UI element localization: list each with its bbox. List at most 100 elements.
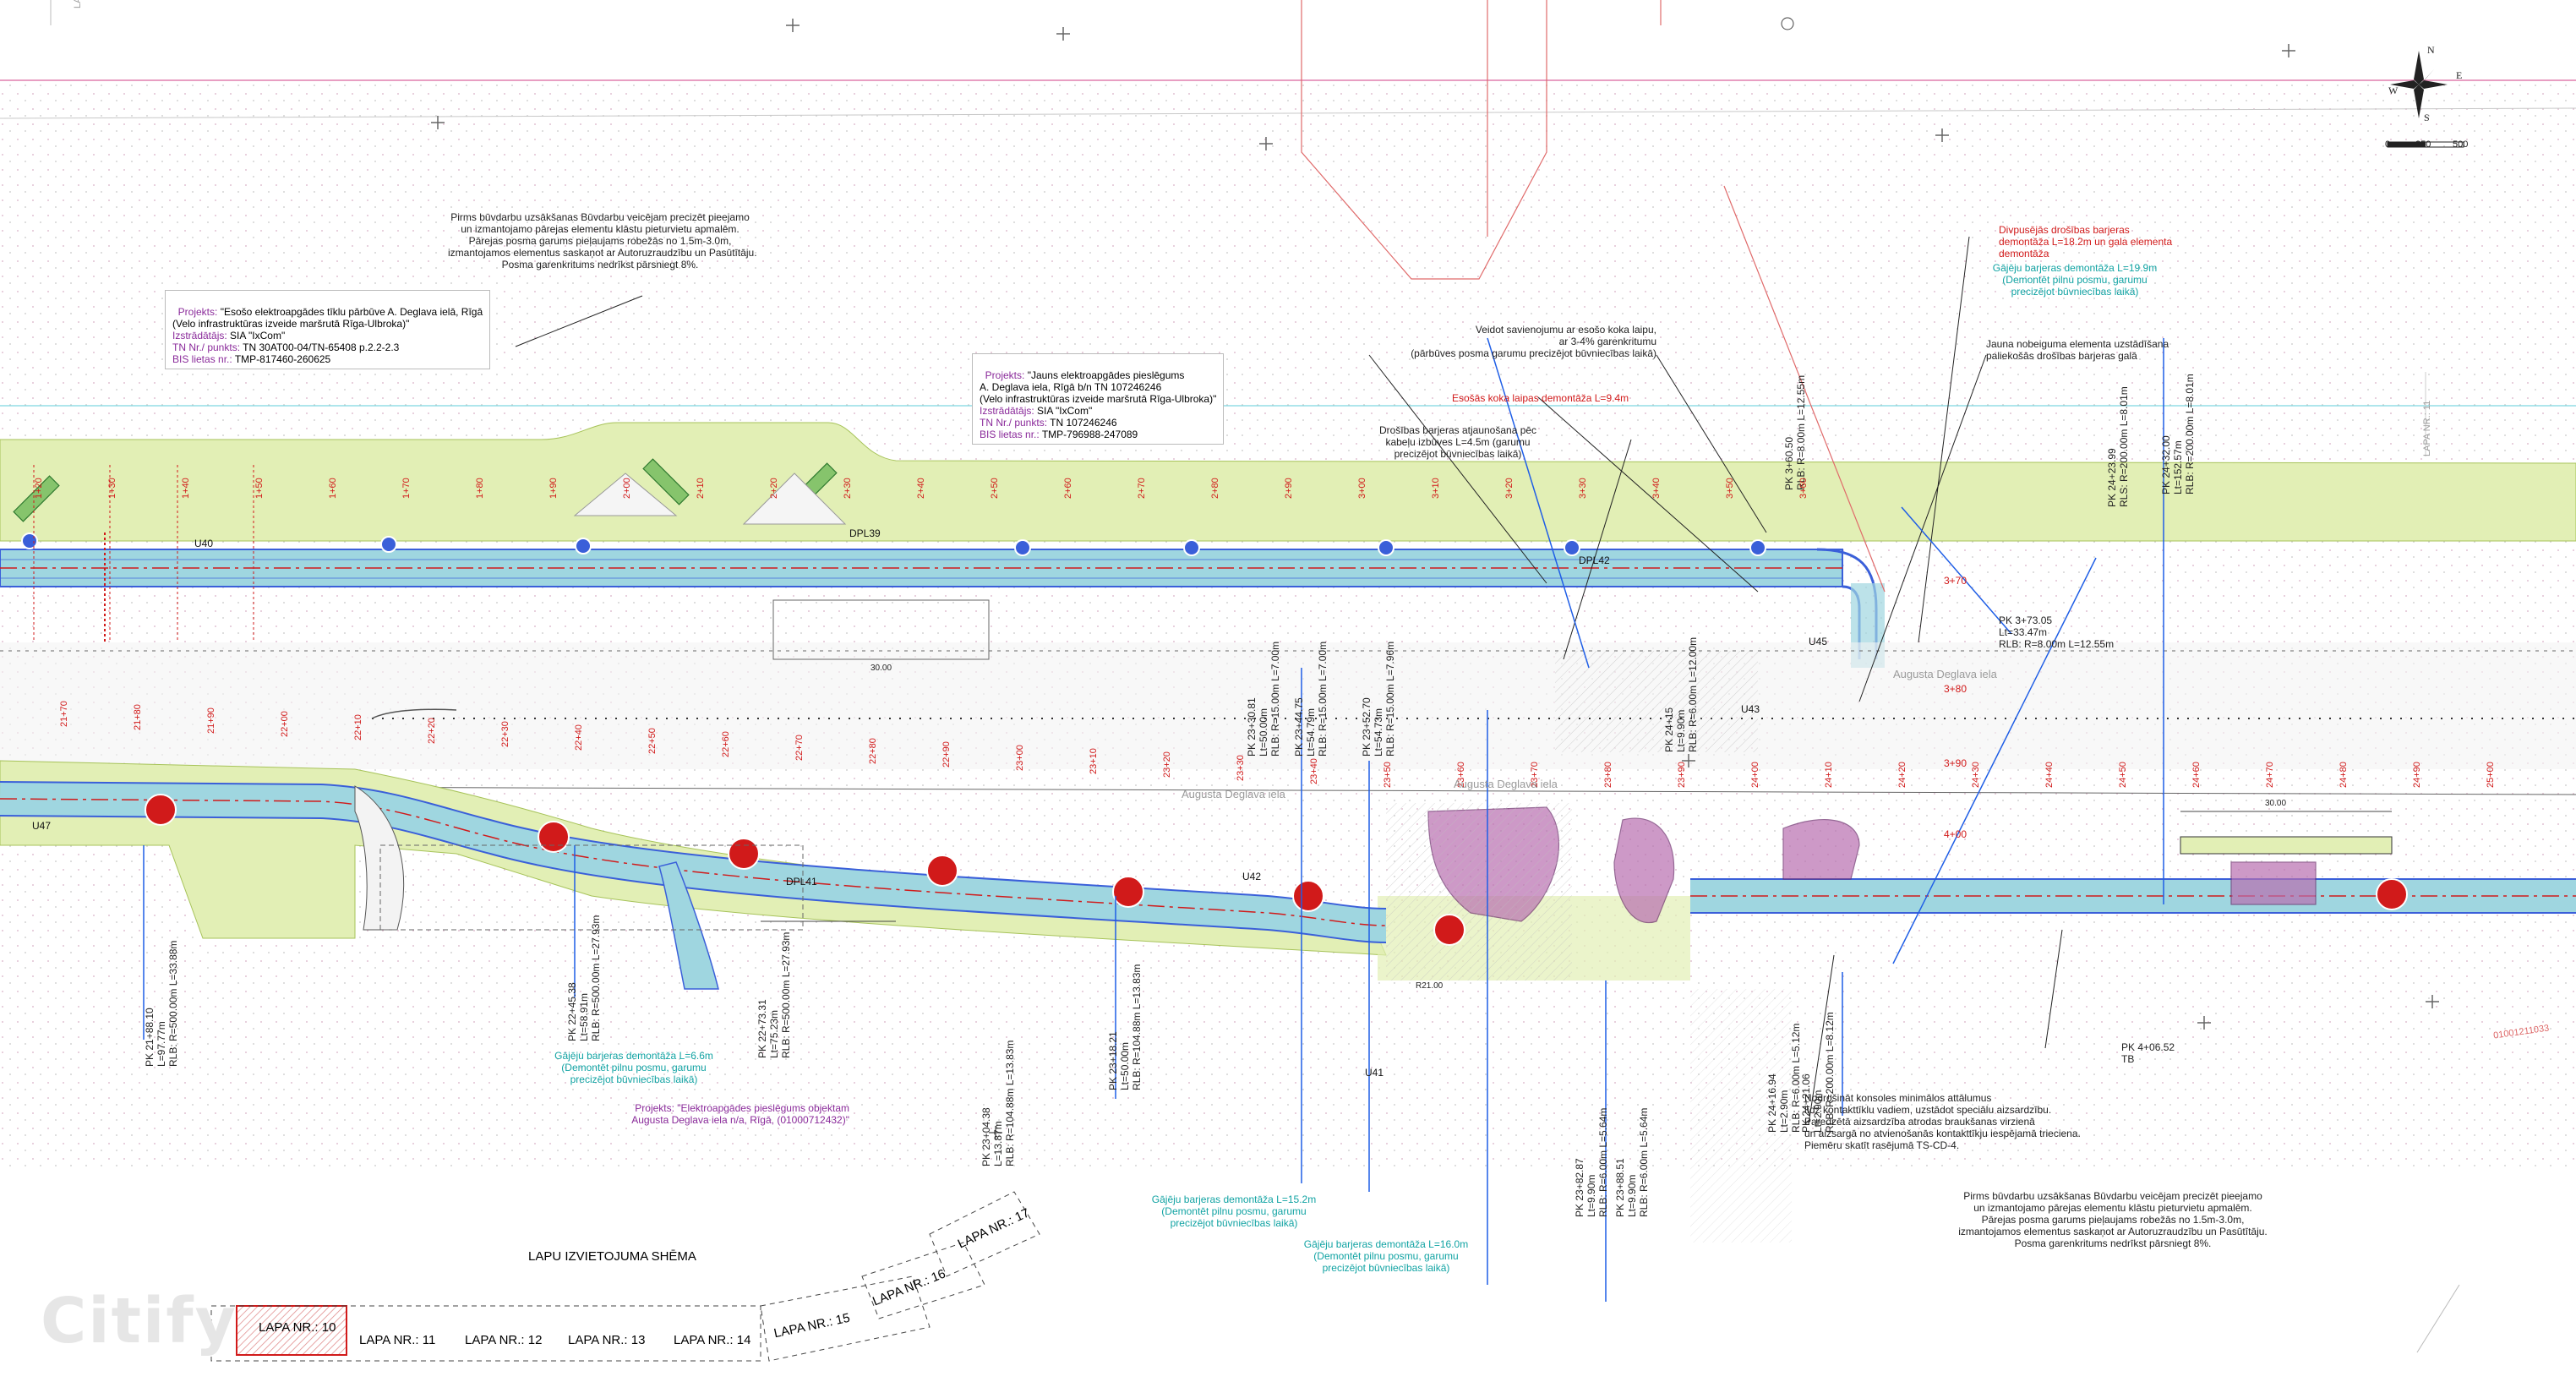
station-label: 24+20 [1897, 762, 1907, 788]
station-label: 23+10 [1089, 748, 1099, 774]
station-label: 22+90 [941, 741, 952, 767]
project-box-2: Projekts: "Jauns elektroapgādes pieslēgu… [972, 353, 1225, 445]
pk-label: PK 21+88.10 L=97.77m RLB: R=500.00m L=33… [144, 940, 179, 1067]
developer-value: SIA "IxCom" [226, 330, 286, 341]
station-label: 1+30 [107, 478, 117, 499]
bis-label: BIS lietas nr.: [980, 429, 1040, 440]
station-label: 21+80 [133, 704, 143, 730]
pk-label: PK 24+15 Lt=9.90m RLB: R=6.00m L=12.00m [1663, 636, 1699, 752]
elec-project-note: Projekts: "Elektroapgādes pieslēgums obj… [631, 1102, 849, 1126]
tn-value: TN 30AT00-04/TN-65408 p.2.2-2.3 [240, 341, 400, 353]
blue-markers [21, 533, 1766, 556]
street-label: Augusta Deglava iela [1893, 668, 1997, 680]
station-side: 3+80 [1944, 683, 1967, 695]
station-side: 3+70 [1944, 575, 1967, 587]
dpl-tag: DPL39 [849, 527, 881, 539]
station-label: 23+30 [1236, 755, 1246, 781]
utility-tag: U43 [1741, 703, 1760, 715]
sheet-index-strip [210, 1305, 761, 1362]
developer-label: Izstrādātājs: [172, 330, 227, 341]
dpl-tag: DPL42 [1579, 554, 1610, 566]
project-value: "Esošo elektroapgādes tīklu pārbūve A. D… [217, 306, 483, 318]
station-label: 2+70 [1137, 478, 1147, 499]
double-barrier-note: Divpusējās drošības barjeras demontāža L… [1999, 224, 2173, 259]
station-label: 22+80 [868, 738, 878, 764]
pk-label: PK 24+21.06 Lt=2.90m RLB: R=200.00m L=8.… [1800, 1012, 1836, 1133]
station-label: 2+60 [1063, 478, 1073, 499]
bottom-right-note: Pirms būvdarbu uzsākšanas Būvdarbu veicē… [1958, 1190, 2268, 1249]
station-label: 23+80 [1603, 762, 1613, 788]
station-label: 2+20 [769, 478, 779, 499]
station-side: 3+90 [1944, 757, 1967, 769]
main-road [0, 642, 2576, 769]
sheet-label: LAPA NR.: 11 [359, 1333, 436, 1347]
station-label: 1+40 [181, 478, 191, 499]
station-label: 23+00 [1015, 745, 1025, 771]
station-label: 22+00 [280, 711, 290, 737]
station-label: 1+50 [254, 478, 265, 499]
sheet-label: LAPA NR.: 13 [568, 1333, 646, 1347]
pk-label: PK 23+52.70 Lt=54.73m RLB: R=15.00m L=7.… [1361, 641, 1396, 757]
dimension-label: R21.00 [1416, 981, 1444, 991]
pk-label: PK 23+30.81 Lt=50.00m RLB: R=15.00m L=7.… [1246, 641, 1281, 757]
station-label: 24+10 [1824, 762, 1834, 788]
compass-w: W [2388, 85, 2399, 96]
project-value-2: (Velo infrastruktūras izveide maršrutā R… [172, 318, 410, 330]
compass-n: N [2427, 44, 2435, 56]
station-label: 24+40 [2044, 762, 2055, 788]
utility-tag: U47 [32, 820, 52, 832]
station-label: 3+10 [1431, 478, 1441, 499]
barrier-renew-note: Drošības barjeras atjaunošana pēc kabeļu… [1378, 424, 1537, 460]
sheet-label: LAPA NR.: 12 [465, 1333, 543, 1347]
street-label: Augusta Deglava iela [1454, 778, 1558, 790]
station-label: 24+80 [2339, 762, 2349, 788]
project-value: "Jauns elektroapgādes pieslēgums [1024, 369, 1185, 381]
ped-barrier-19-note: Gājēju barjeras demontāža L=19.9m (Demon… [1992, 262, 2158, 298]
purple-zone-3 [1782, 819, 1860, 880]
bis-value: TMP-817460-260625 [232, 353, 331, 365]
station-label: 3+30 [1578, 478, 1588, 499]
project-label: Projekts: [177, 306, 218, 318]
tn-value: TN 107246246 [1047, 417, 1117, 429]
station-label: 2+90 [1284, 478, 1294, 499]
station-label: 1+90 [548, 478, 559, 499]
developer-value: SIA "IxCom" [1034, 405, 1093, 417]
station-label: 22+50 [647, 728, 658, 754]
station-label: 24+90 [2412, 762, 2422, 788]
station-label: 24+50 [2118, 762, 2128, 788]
station-label: 22+40 [574, 724, 584, 751]
station-label: 24+60 [2191, 762, 2202, 788]
pk-label: PK 23+82.87 Lt=9.90m RLB: R=6.00m L=5.64… [1574, 1107, 1609, 1217]
ped-barrier-6-note: Gājēju barjeras demontāža L=6.6m (Demont… [554, 1050, 713, 1085]
street-label: Augusta Deglava iela [1182, 788, 1285, 800]
sheet-label: LAPA NR.: 14 [674, 1333, 751, 1347]
dimension-label: 30.00 [870, 664, 892, 673]
watermark-logo: Citify [41, 1285, 237, 1357]
pk-label: PK 4+06.52 TB [2121, 1041, 2175, 1065]
top-left-note: Pirms būvdarbu uzsākšanas Būvdarbu veicē… [448, 211, 757, 270]
bis-label: BIS lietas nr.: [172, 353, 232, 365]
station-label: 3+60 [1798, 478, 1809, 499]
pk-label: PK 24+32.00 Lt=152.57m RLB: R=200.00m L=… [2160, 374, 2196, 494]
dpl-tag: DPL41 [786, 876, 817, 888]
developer-label: Izstrādātājs: [980, 405, 1034, 417]
station-label: 22+10 [353, 714, 363, 740]
project-box-1: Projekts: "Esošo elektroapgādes tīklu pā… [165, 290, 491, 369]
scale-0: 0 [2385, 139, 2391, 150]
station-label: 1+80 [475, 478, 485, 499]
pk-label: PK 3+73.05 Lt=33.47m RLB: R=8.00m L=12.5… [1999, 615, 2115, 650]
station-label: 3+40 [1651, 478, 1662, 499]
ped-barrier-16-note: Gājēju barjeras demontāža L=16.0m (Demon… [1303, 1238, 1469, 1274]
station-label: 2+80 [1210, 478, 1220, 499]
console-note: Nodrošināt konsoles minimālos attālumus … [1804, 1092, 2081, 1151]
project-label: Projekts: [985, 369, 1025, 381]
dimension-label: 30.00 [2265, 799, 2287, 808]
station-label: 1+20 [34, 478, 44, 499]
pk-label: PK 23+88.51 Lt=9.90m RLB: R=6.00m L=5.64… [1614, 1107, 1650, 1217]
station-label: 21+70 [59, 701, 69, 727]
sheet-scheme-title: LAPU IZVIETOJUMA SHĒMA [528, 1249, 696, 1264]
purple-zone-4 [2230, 861, 2317, 905]
utility-tag: U45 [1809, 636, 1828, 647]
utility-tag: U42 [1242, 871, 1262, 882]
station-label: 2+40 [916, 478, 926, 499]
